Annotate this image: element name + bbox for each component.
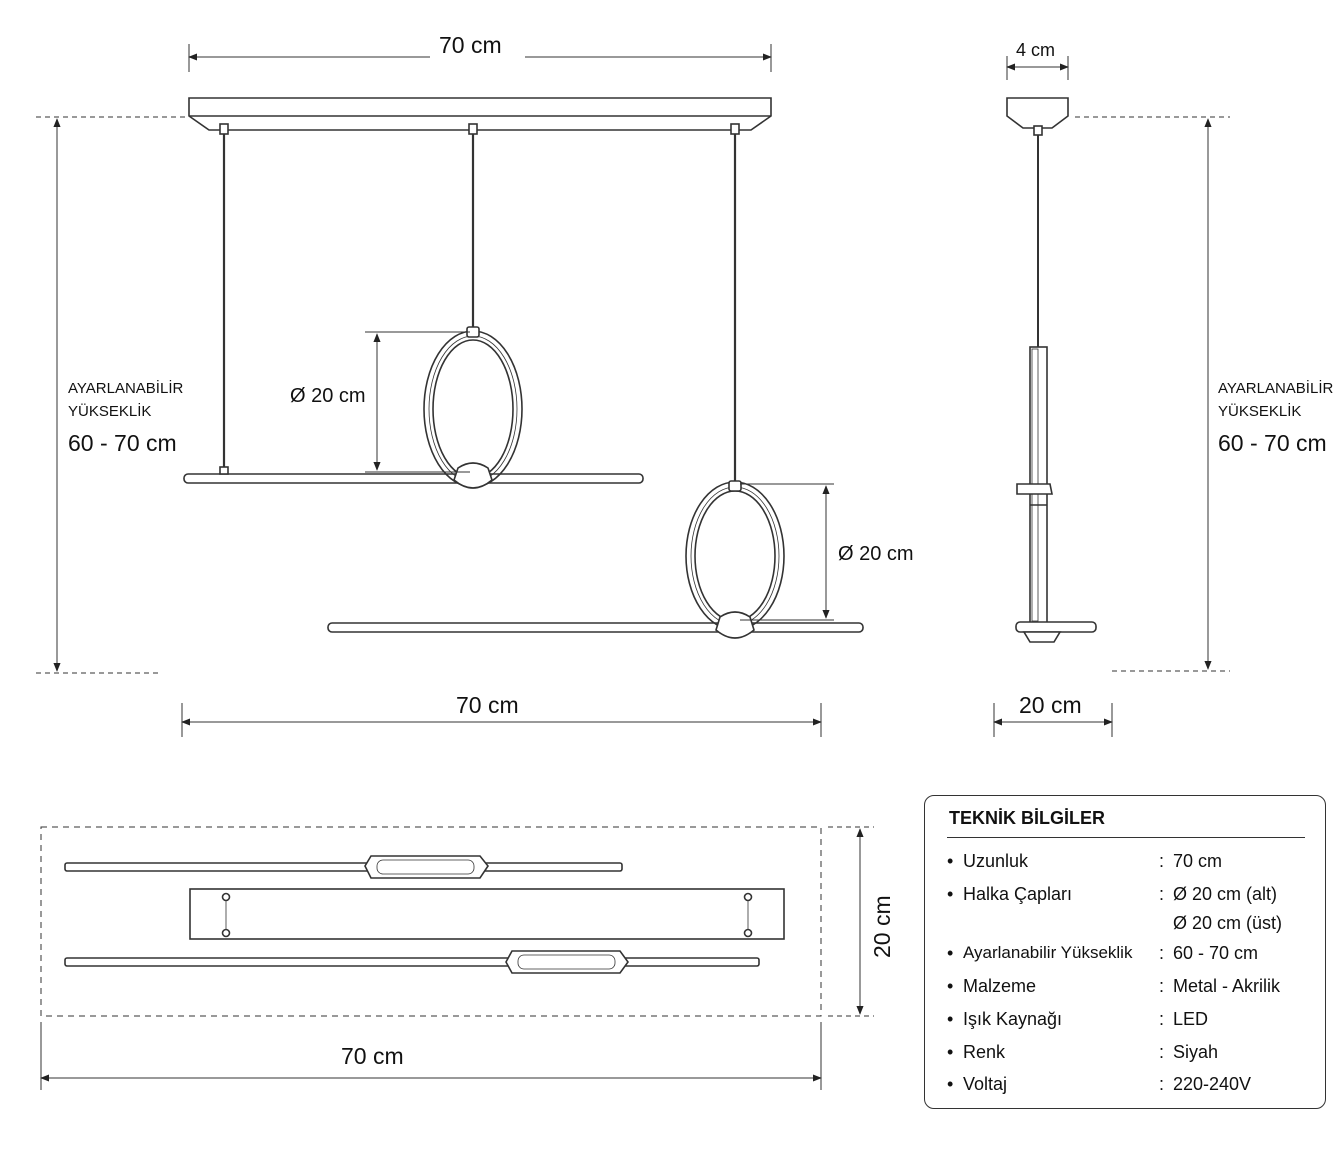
front-view [36, 44, 864, 737]
plan-outline [40, 826, 822, 1017]
spec-key: Ayarlanabilir Yükseklik [963, 943, 1133, 962]
plan-width-label: 70 cm [341, 1043, 404, 1069]
spec-key: Malzeme [963, 976, 1037, 996]
specs-title: TEKNİK BİLGİLER [949, 808, 1105, 828]
spec-key: Işık Kaynağı [963, 1009, 1063, 1029]
bullet: • [947, 884, 954, 904]
spec-colon: : [1159, 851, 1165, 871]
left-height-value: 60 - 70 cm [68, 430, 177, 456]
front-bottom-width: 70 cm [456, 692, 519, 718]
lower-bar [327, 622, 864, 633]
spec-row-ring-diameters-2: Ø 20 cm (üst) [947, 911, 1317, 935]
side-width-label: 4 cm [1016, 40, 1056, 60]
spec-colon: : [1159, 884, 1165, 904]
spec-colon: : [1159, 1074, 1165, 1094]
upper-bar [183, 473, 644, 484]
plan-view [40, 826, 874, 1090]
side-bottom-width: 20 cm [1019, 692, 1082, 718]
spec-row-material: • Malzeme : Metal - Akrilik [947, 974, 1317, 998]
left-height-title-2: YÜKSEKLİK [68, 403, 152, 420]
top-width-label: 70 cm [439, 32, 502, 58]
spec-row-voltage: • Voltaj : 220-240V [947, 1072, 1317, 1096]
spec-row-adjustable-height: • Ayarlanabilir Yükseklik : 60 - 70 cm [947, 941, 1317, 965]
side-view [993, 56, 1230, 737]
bullet: • [947, 976, 954, 996]
spec-key: Voltaj [963, 1074, 1008, 1094]
spec-key: Renk [963, 1042, 1006, 1062]
plan-canopy [189, 888, 785, 940]
side-canopy [1006, 97, 1069, 129]
spec-value: Metal - Akrilik [1173, 976, 1281, 996]
spec-row-light-source: • Işık Kaynağı : LED [947, 1007, 1317, 1031]
spec-colon: : [1159, 1042, 1165, 1062]
spec-key: Uzunluk [963, 851, 1029, 871]
bullet: • [947, 1074, 954, 1094]
spec-value: Ø 20 cm (üst) [1173, 913, 1283, 933]
left-height-title-1: AYARLANABİLİR [68, 380, 184, 397]
bullet: • [947, 851, 954, 871]
right-height-value: 60 - 70 cm [1218, 430, 1327, 456]
spec-row-ring-diameters: • Halka Çapları : Ø 20 cm (alt) [947, 882, 1317, 906]
right-height-title-1: AYARLANABİLİR [1218, 380, 1334, 397]
spec-key: Halka Çapları [963, 884, 1073, 904]
lower-ring-diameter: Ø 20 cm [838, 543, 914, 565]
technical-specs-box: TEKNİK BİLGİLER • Uzunluk : 70 cm • Halk… [924, 795, 1326, 1109]
spec-colon: : [1159, 1009, 1165, 1029]
upper-ring-diameter: Ø 20 cm [290, 385, 366, 407]
spec-row-color: • Renk : Siyah [947, 1040, 1317, 1064]
spec-value: Siyah [1173, 1042, 1219, 1062]
spec-value: Ø 20 cm (alt) [1173, 884, 1278, 904]
plan-depth-label: 20 cm [869, 895, 895, 958]
specs-divider [947, 837, 1305, 838]
spec-value: 60 - 70 cm [1173, 943, 1259, 963]
canopy [188, 97, 772, 131]
spec-value: 220-240V [1173, 1074, 1252, 1094]
lower-ring [685, 481, 785, 631]
bullet: • [947, 1042, 954, 1062]
spec-colon: : [1159, 976, 1165, 996]
spec-row-length: • Uzunluk : 70 cm [947, 849, 1317, 873]
bullet: • [947, 1009, 954, 1029]
spec-value: 70 cm [1173, 851, 1223, 871]
spec-value: LED [1173, 1009, 1209, 1029]
bullet: • [947, 943, 954, 963]
right-height-title-2: YÜKSEKLİK [1218, 403, 1302, 420]
spec-colon: : [1159, 943, 1165, 963]
